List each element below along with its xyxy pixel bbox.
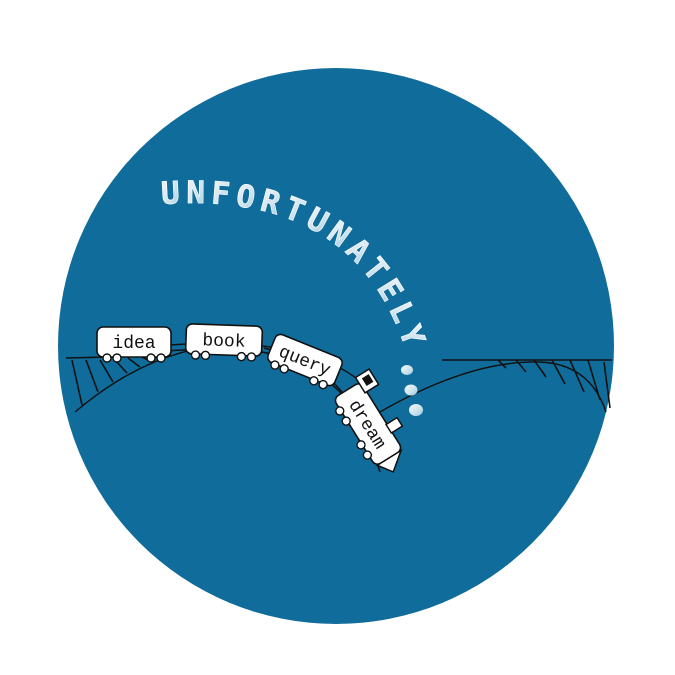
car-label-book: book — [202, 331, 246, 352]
train-car-idea: idea — [96, 326, 172, 363]
smoke-letter: U — [160, 175, 181, 212]
smoke-puff — [401, 365, 413, 375]
car-label-idea: idea — [112, 334, 155, 354]
smoke-puff — [404, 384, 418, 396]
smoke-letter: F — [210, 176, 231, 213]
engine-smokestack — [384, 416, 404, 435]
background-circle — [58, 68, 614, 624]
engine-cowcatcher — [375, 448, 403, 473]
train-car-book: book — [184, 323, 264, 362]
smoke-puffs — [401, 365, 423, 416]
right-hill — [379, 359, 612, 413]
smoke-puff — [409, 404, 423, 416]
smoke-letter: N — [186, 175, 205, 211]
